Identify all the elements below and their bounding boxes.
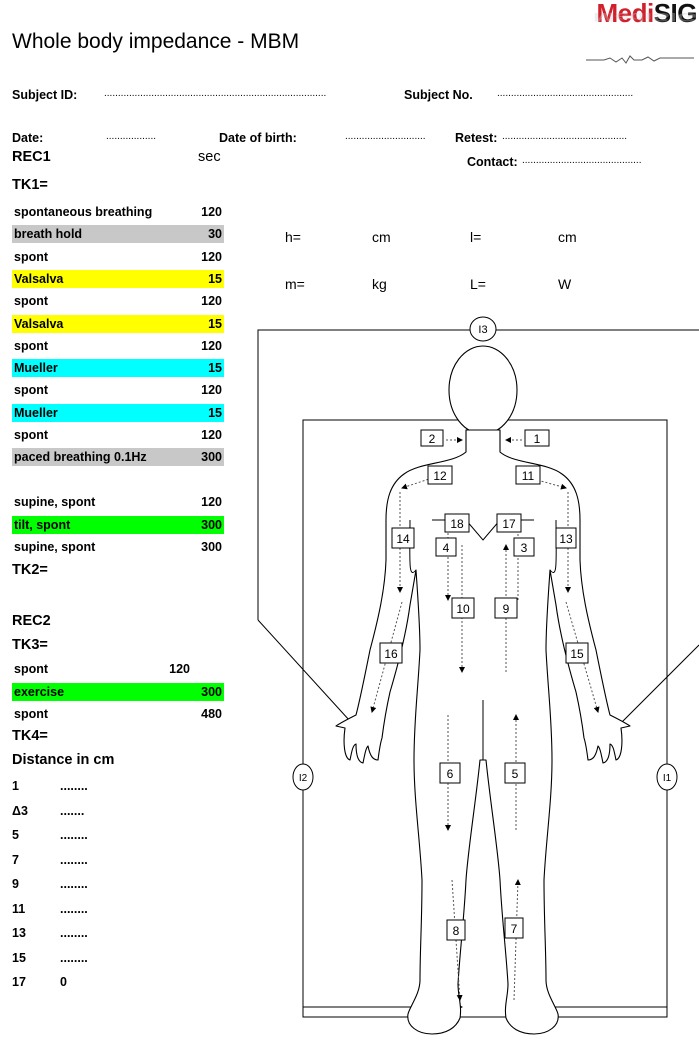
svg-text:15: 15 bbox=[570, 647, 584, 661]
electrode-9: 9 bbox=[495, 598, 517, 618]
svg-text:1: 1 bbox=[534, 432, 541, 446]
head-outline bbox=[449, 346, 517, 434]
electrode-11: 11 bbox=[516, 466, 540, 484]
svg-text:18: 18 bbox=[450, 517, 464, 531]
electrode-13: 13 bbox=[556, 528, 576, 548]
current-electrode-I1: I1 bbox=[657, 764, 677, 790]
svg-text:11: 11 bbox=[522, 469, 535, 483]
svg-text:3: 3 bbox=[521, 541, 528, 555]
svg-text:8: 8 bbox=[453, 924, 460, 938]
electrode-14: 14 bbox=[392, 528, 414, 548]
svg-text:2: 2 bbox=[429, 432, 436, 446]
svg-text:I2: I2 bbox=[299, 773, 308, 784]
svg-text:6: 6 bbox=[447, 767, 454, 781]
electrode-8: 8 bbox=[447, 920, 465, 940]
electrode-12: 12 bbox=[428, 466, 452, 484]
electrode-5: 5 bbox=[505, 763, 525, 783]
electrode-1: 1 bbox=[525, 430, 549, 446]
electrode-3: 3 bbox=[514, 538, 534, 556]
svg-text:17: 17 bbox=[502, 517, 516, 531]
svg-text:4: 4 bbox=[443, 541, 450, 555]
electrode-16: 16 bbox=[380, 643, 402, 663]
svg-text:I1: I1 bbox=[663, 773, 672, 784]
svg-text:12: 12 bbox=[433, 469, 447, 483]
svg-text:16: 16 bbox=[384, 647, 398, 661]
svg-text:9: 9 bbox=[503, 602, 510, 616]
electrode-17: 17 bbox=[497, 514, 521, 532]
current-electrode-I3: I3 bbox=[470, 317, 496, 341]
electrode-10: 10 bbox=[452, 598, 474, 618]
svg-text:14: 14 bbox=[396, 532, 410, 546]
svg-text:7: 7 bbox=[511, 922, 518, 936]
electrode-6: 6 bbox=[440, 763, 460, 783]
current-electrode-I2: I2 bbox=[293, 764, 313, 790]
electrode-4: 4 bbox=[436, 538, 456, 556]
electrode-15: 15 bbox=[566, 643, 588, 663]
svg-text:13: 13 bbox=[559, 532, 573, 546]
svg-text:10: 10 bbox=[456, 602, 470, 616]
electrode-18: 18 bbox=[445, 514, 469, 532]
svg-text:I3: I3 bbox=[478, 324, 487, 336]
svg-text:5: 5 bbox=[512, 767, 519, 781]
electrode-2: 2 bbox=[421, 430, 443, 446]
electrode-7: 7 bbox=[505, 918, 523, 938]
